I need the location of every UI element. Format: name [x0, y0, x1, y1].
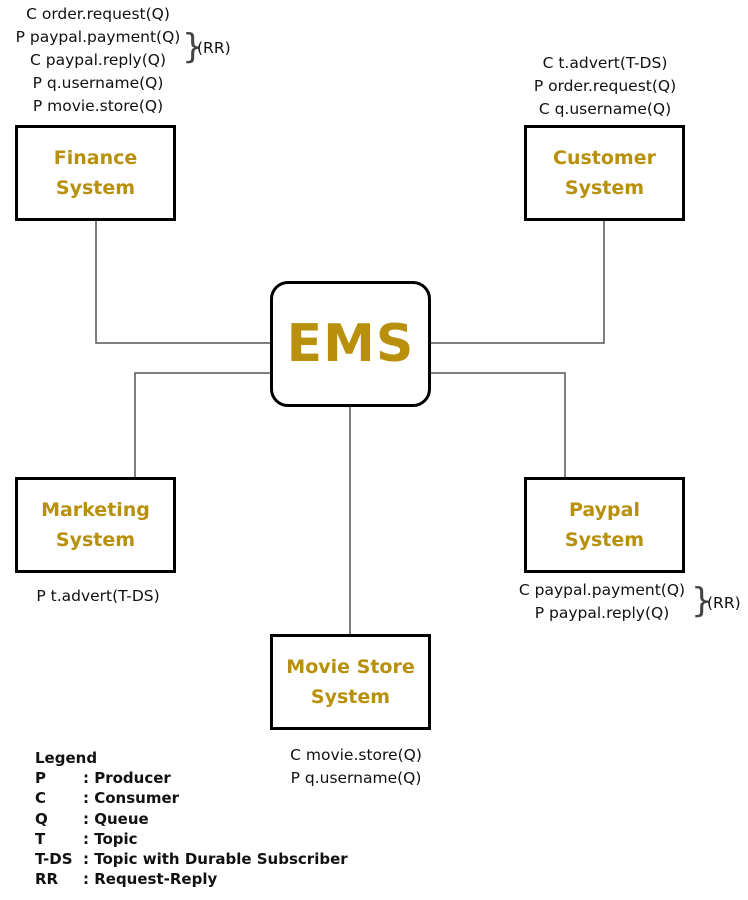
- ems-hub-box: EMS: [270, 281, 431, 407]
- message-item: C paypal.payment(Q): [518, 581, 686, 599]
- legend-abbr: T: [35, 829, 46, 848]
- legend-desc: : Topic with Durable Subscriber: [83, 850, 348, 869]
- message-item: P order.request(Q): [533, 77, 677, 95]
- legend-desc: : Consumer: [83, 789, 180, 808]
- movie-store-system-box: Movie Store System: [270, 634, 431, 730]
- paypal-system-box: Paypal System: [524, 477, 685, 573]
- legend-desc: : Queue: [83, 809, 149, 828]
- message-item: C paypal.reply(Q): [29, 51, 166, 69]
- message-item: P paypal.payment(Q): [15, 28, 181, 46]
- legend-desc: : Request-Reply: [83, 870, 218, 889]
- legend-item: RR : Request-Reply: [35, 869, 348, 889]
- finance-rr-label: (RR): [197, 39, 231, 57]
- legend-abbr: T-DS: [35, 850, 73, 869]
- movie-store-system-subtitle: System: [310, 686, 391, 708]
- legend-desc: : Topic: [83, 829, 138, 848]
- legend-item: C : Consumer: [35, 788, 348, 808]
- message-item: C q.username(Q): [538, 100, 672, 118]
- finance-system-title: Finance: [53, 147, 138, 169]
- message-item: P paypal.reply(Q): [534, 604, 670, 622]
- finance-rr-brace: }: [182, 27, 204, 67]
- paypal-rr-label: (RR): [707, 594, 741, 612]
- customer-system-box: Customer System: [524, 125, 685, 221]
- legend-abbr: P: [35, 769, 46, 788]
- message-item: P q.username(Q): [32, 74, 164, 92]
- legend-item: P : Producer: [35, 768, 348, 788]
- legend-item: Q : Queue: [35, 809, 348, 829]
- message-item: P q.username(Q): [290, 769, 422, 787]
- message-item: P t.advert(T-DS): [36, 587, 160, 605]
- legend-desc: : Producer: [83, 769, 171, 788]
- legend-abbr: Q: [35, 809, 48, 828]
- paypal-system-subtitle: System: [564, 529, 645, 551]
- paypal-connector: [430, 372, 566, 478]
- finance-messages: C order.request(Q) P paypal.payment(Q) C…: [8, 3, 188, 118]
- marketing-system-title: Marketing: [41, 499, 150, 521]
- message-item: C movie.store(Q): [290, 746, 422, 764]
- customer-messages: C t.advert(T-DS) P order.request(Q) C q.…: [515, 52, 695, 121]
- legend-title: Legend: [35, 749, 98, 767]
- movie-store-messages: C movie.store(Q) P q.username(Q): [266, 744, 446, 790]
- message-item: C order.request(Q): [26, 5, 170, 23]
- marketing-messages: P t.advert(T-DS): [8, 585, 188, 608]
- customer-connector: [430, 220, 605, 344]
- legend-abbr: RR: [35, 870, 59, 889]
- message-item: P movie.store(Q): [32, 97, 164, 115]
- legend: Legend P: Producer C: Consumer Q: Queue …: [35, 748, 348, 889]
- legend-item: T-DS : Topic with Durable Subscriber: [35, 849, 348, 869]
- finance-system-box: Finance System: [15, 125, 176, 221]
- marketing-system-box: Marketing System: [15, 477, 176, 573]
- message-item: C t.advert(T-DS): [542, 54, 668, 72]
- movie-store-system-title: Movie Store: [286, 656, 415, 678]
- paypal-messages: C paypal.payment(Q) P paypal.reply(Q): [509, 579, 695, 625]
- ems-hub-label: EMS: [286, 314, 415, 374]
- customer-system-subtitle: System: [564, 177, 645, 199]
- finance-connector: [95, 220, 271, 344]
- finance-system-subtitle: System: [55, 177, 136, 199]
- marketing-connector: [134, 372, 271, 478]
- paypal-rr-brace: }: [691, 581, 713, 621]
- legend-abbr: C: [35, 789, 47, 808]
- legend-item: T : Topic: [35, 829, 348, 849]
- customer-system-title: Customer: [553, 147, 656, 169]
- marketing-system-subtitle: System: [55, 529, 136, 551]
- paypal-system-title: Paypal: [569, 499, 640, 521]
